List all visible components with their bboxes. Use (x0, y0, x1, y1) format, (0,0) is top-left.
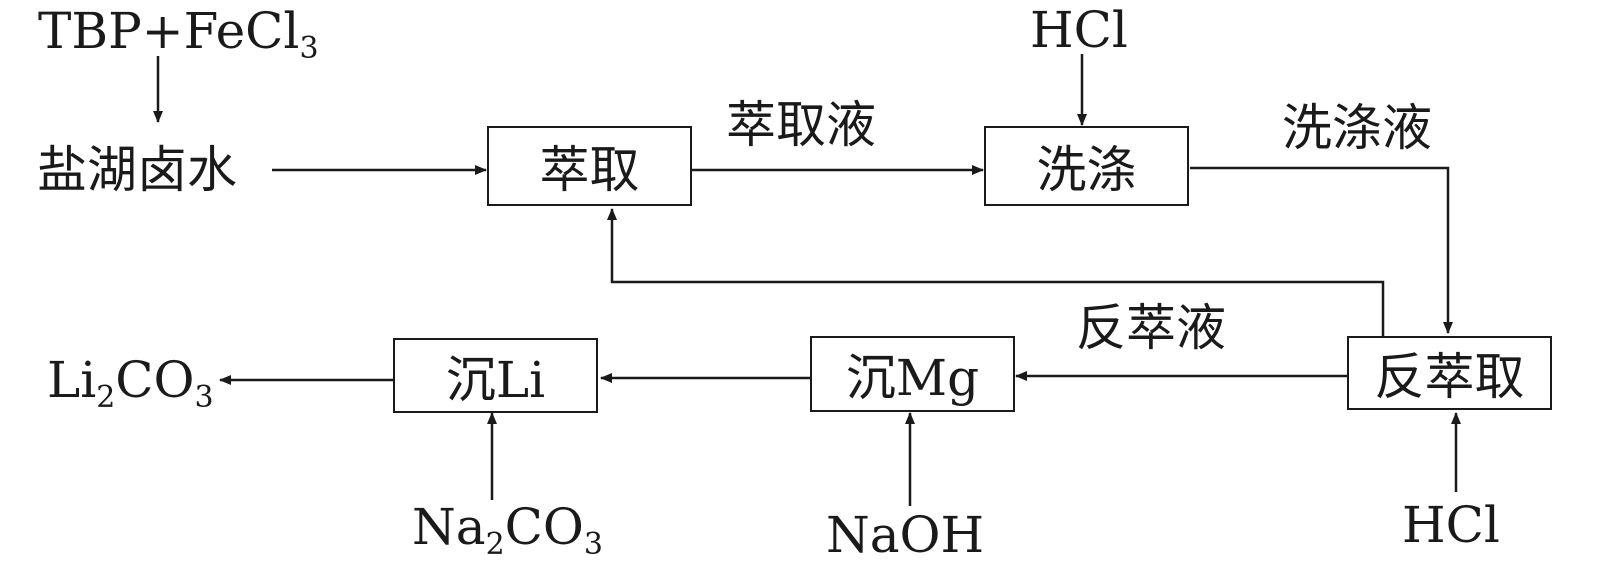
stream-wash-liquid: 洗涤液 (1282, 99, 1432, 157)
reagent-hcl-top: HCl (1030, 1, 1128, 59)
reagent-naoh: NaOH (826, 506, 985, 564)
box-washing: 洗涤 (984, 126, 1189, 206)
stream-extract-liquid: 萃取液 (726, 96, 876, 154)
reagent-hcl-bottom: HCl (1402, 496, 1500, 554)
reagent-na2co3: Na2CO3 (412, 498, 603, 562)
reagent-tbp-fecl3: TBP+FeCl3 (38, 2, 319, 66)
feed-brine: 盐湖卤水 (37, 141, 237, 199)
arrow-recycle-to-extraction (607, 208, 1385, 336)
box-precip-mg: 沉Mg (810, 336, 1015, 412)
box-back-extraction: 反萃取 (1347, 336, 1552, 410)
stream-back-extract-liquid: 反萃液 (1076, 299, 1226, 357)
product-li2co3: Li2CO3 (47, 351, 214, 415)
arrow-washing-to-back-extraction (1190, 166, 1453, 334)
box-extraction: 萃取 (487, 126, 692, 206)
box-precip-li: 沉Li (393, 338, 598, 413)
